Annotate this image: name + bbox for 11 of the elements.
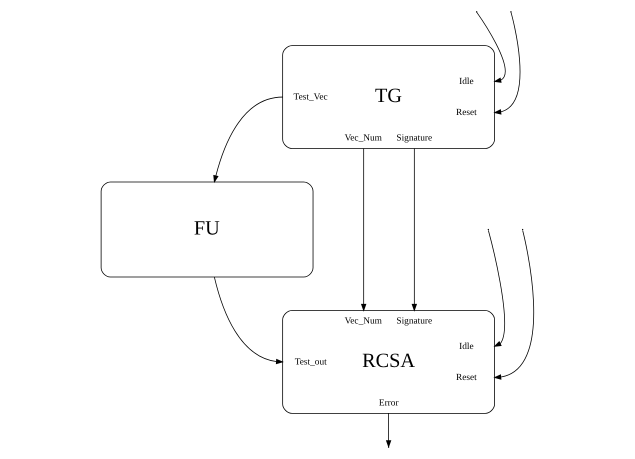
node-box: Test_Vec TG Idle Reset Vec_Num Signature [282,45,495,149]
arrow [488,230,505,347]
arrow [214,276,284,364]
arrow [493,230,534,380]
arrow [213,96,284,184]
node-box: Vec_Num Signature Test_out RCSA Idle Reset Error [282,310,495,414]
node-box: FU [100,182,314,278]
arrow [412,148,418,312]
arrow [493,12,520,115]
arrow [476,12,506,83]
arrow [360,148,366,312]
